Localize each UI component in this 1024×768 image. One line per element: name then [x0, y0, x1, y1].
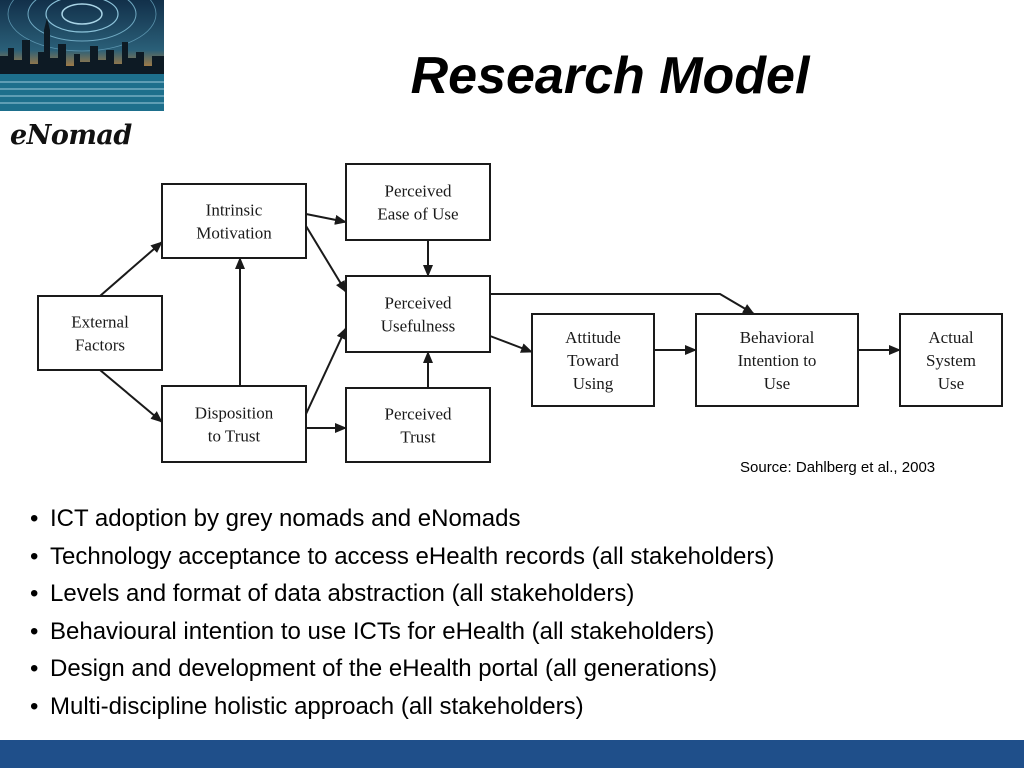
diagram-source-citation: Source: Dahlberg et al., 2003 — [740, 459, 936, 476]
node-label: Intention to — [738, 351, 817, 370]
bullet-list: ICT adoption by grey nomads and eNomads … — [28, 500, 774, 725]
node-box — [899, 313, 1003, 407]
node-label: Use — [764, 374, 790, 393]
node-box — [37, 295, 163, 371]
node-label: Ease of Use — [377, 205, 458, 224]
node-label: Perceived — [384, 405, 452, 424]
node-label: to Trust — [208, 427, 261, 446]
node-label: Perceived — [384, 182, 452, 201]
edge-useful-to-attitude — [489, 335, 533, 353]
edge-useful-to-intention — [490, 293, 755, 315]
bullet-item: Technology acceptance to access eHealth … — [28, 538, 774, 576]
node-label: Use — [938, 374, 964, 393]
node-label: Trust — [400, 428, 436, 447]
node-box — [161, 183, 307, 259]
bullet-item: Multi-discipline holistic approach (all … — [28, 688, 774, 726]
bullet-item: Design and development of the eHealth po… — [28, 650, 774, 688]
footer-bar — [0, 740, 1024, 768]
node-label: Using — [573, 374, 614, 393]
bullet-item: Behavioural intention to use ICTs for eH… — [28, 613, 774, 651]
logo-caption: eNomad — [10, 120, 132, 151]
edge-external-to-intrinsic — [99, 241, 163, 297]
enomad-logo — [0, 0, 164, 111]
bullet-item: ICT adoption by grey nomads and eNomads — [28, 500, 774, 538]
node-box — [531, 313, 655, 407]
node-box — [345, 387, 491, 463]
edge-external-to-disposition — [99, 369, 163, 423]
node-label: Factors — [75, 336, 125, 355]
edges-layer — [99, 213, 901, 433]
edge-disposition-to-useful — [305, 327, 347, 415]
node-label: Behavioral — [740, 328, 815, 347]
node-box — [345, 163, 491, 241]
node-label: Attitude — [565, 328, 621, 347]
edge-intrinsic-to-ease — [305, 213, 347, 225]
node-label: System — [926, 351, 976, 370]
edge-intrinsic-to-useful — [305, 225, 347, 293]
node-label: Perceived — [384, 294, 452, 313]
node-label: Usefulness — [381, 317, 456, 336]
node-label: Intrinsic — [206, 201, 263, 220]
node-label: Toward — [567, 351, 619, 370]
city-skyline-logo-icon — [0, 0, 164, 111]
node-label: External — [71, 313, 129, 332]
node-label: Disposition — [195, 404, 274, 423]
node-box — [345, 275, 491, 353]
bullet-item: Levels and format of data abstraction (a… — [28, 575, 774, 613]
node-disposition: Disposition to Trust — [161, 385, 307, 463]
node-box — [161, 385, 307, 463]
node-label: Actual — [928, 328, 974, 347]
node-label: Motivation — [196, 224, 272, 243]
slide-title: Research Model — [410, 47, 810, 105]
node-box — [695, 313, 859, 407]
